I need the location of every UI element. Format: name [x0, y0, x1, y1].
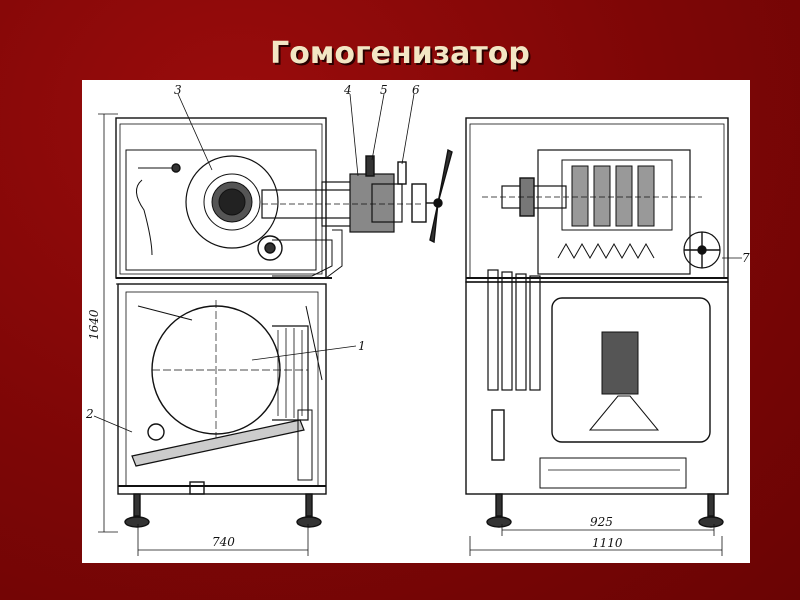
callout-4: 4 — [343, 83, 352, 97]
callout-2: 2 — [85, 407, 94, 421]
callout-6: 6 — [412, 83, 420, 97]
dimension-width-left: 740 — [212, 535, 235, 549]
dimension-height-left: 1640 — [87, 309, 101, 340]
right-view — [465, 117, 742, 556]
dimension-width-outer: 1110 — [592, 536, 623, 550]
callout-1: 1 — [358, 339, 366, 353]
callout-7: 7 — [742, 251, 750, 265]
slide-title: Гомогенизатор — [270, 36, 530, 71]
homogenizer-drawing: 3 4 5 6 1 2 7 1640 740 925 1110 — [82, 80, 750, 563]
left-view — [93, 93, 453, 556]
technical-drawing-svg: 3 4 5 6 1 2 7 1640 740 925 1110 — [85, 83, 750, 556]
callout-5: 5 — [380, 83, 388, 97]
dimension-width-inner: 925 — [590, 515, 613, 529]
callout-3: 3 — [174, 83, 182, 97]
